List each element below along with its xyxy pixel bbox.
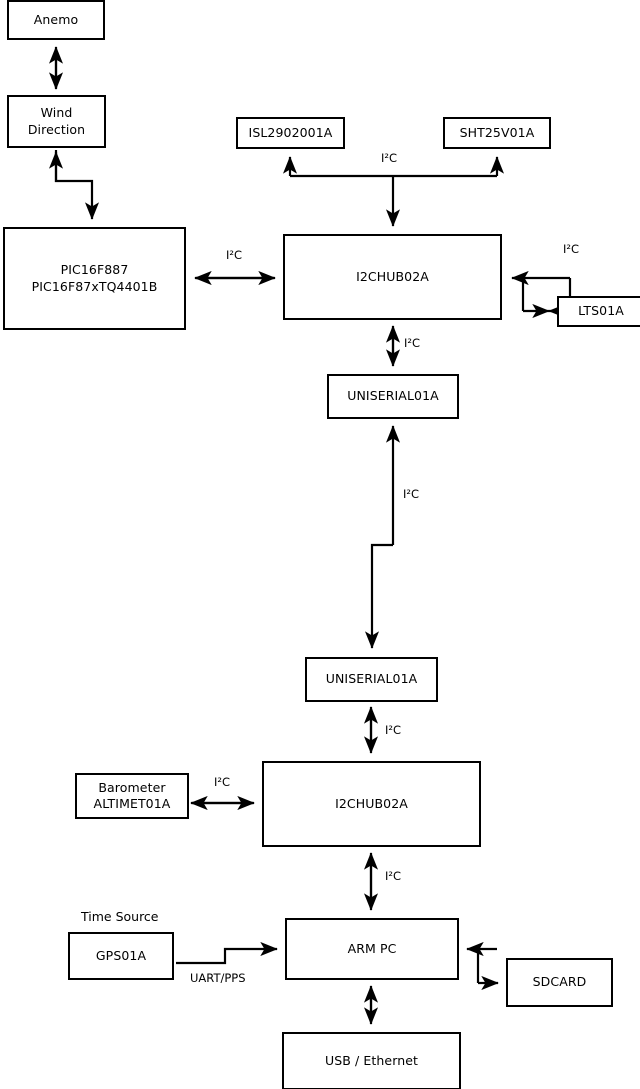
node-uniserial01a-bottom[interactable]: UNISERIAL01A <box>305 657 438 702</box>
edge-uniserial-link-down <box>364 543 393 649</box>
edge-label-hub-bottom-to-armpc: I²C <box>385 869 402 883</box>
node-anemo[interactable]: Anemo <box>7 0 105 40</box>
node-arm-pc[interactable]: ARM PC <box>285 918 459 980</box>
node-uniserial01a-bottom-label: UNISERIAL01A <box>325 671 418 687</box>
edge-gps-to-armpc <box>176 941 278 965</box>
edge-label-hub-to-lts: I²C <box>563 242 580 256</box>
edge-label-uniserial-link: I²C <box>403 487 420 501</box>
edge-wind-pic-down <box>54 150 100 220</box>
node-anemo-label: Anemo <box>33 11 79 27</box>
edge-label-uniserial-to-hub-bottom: I²C <box>385 723 402 737</box>
node-isl2902001a[interactable]: ISL2902001A <box>236 117 345 149</box>
node-i2chub02a-bottom[interactable]: I2CHUB02A <box>262 761 481 847</box>
node-i2chub02a-top-label: I2CHUB02A <box>356 268 429 284</box>
node-sdcard[interactable]: SDCARD <box>506 958 613 1007</box>
node-gps01a[interactable]: GPS01A <box>68 932 174 980</box>
node-uniserial01a-top-label: UNISERIAL01A <box>347 388 439 404</box>
node-i2chub02a-top[interactable]: I2CHUB02A <box>283 234 502 320</box>
edge-label-pic-to-hub: I²C <box>226 248 243 262</box>
node-pic-microcontroller-label: PIC16F887 PIC16F87xTQ4401B <box>31 262 158 294</box>
node-usb-ethernet-label: USB / Ethernet <box>324 1052 419 1068</box>
node-barometer-altimet01a[interactable]: Barometer ALTIMET01A <box>75 773 189 819</box>
edge-label-gps-to-armpc: UART/PPS <box>190 971 246 985</box>
node-lts01a[interactable]: LTS01A <box>557 296 640 327</box>
edge-label-sensors-bus: I²C <box>381 151 398 165</box>
node-sdcard-label: SDCARD <box>532 974 587 990</box>
node-barometer-altimet01a-label: Barometer ALTIMET01A <box>93 779 171 812</box>
node-usb-ethernet[interactable]: USB / Ethernet <box>282 1032 461 1089</box>
node-i2chub02a-bottom-label: I2CHUB02A <box>335 795 408 811</box>
label-time-source: Time Source <box>81 909 159 924</box>
node-arm-pc-label: ARM PC <box>347 940 397 956</box>
node-gps01a-label: GPS01A <box>95 947 147 963</box>
node-pic-microcontroller[interactable]: PIC16F887 PIC16F87xTQ4401B <box>3 227 186 330</box>
edge-label-hub-to-uniserial: I²C <box>404 336 421 350</box>
node-sht25v01a-label: SHT25V01A <box>459 124 535 140</box>
node-uniserial01a-top[interactable]: UNISERIAL01A <box>327 374 459 419</box>
node-lts01a-label: LTS01A <box>578 303 624 319</box>
node-wind-direction[interactable]: Wind Direction <box>7 95 106 148</box>
node-sht25v01a[interactable]: SHT25V01A <box>443 117 551 149</box>
edge-label-barometer-to-hub: I²C <box>214 775 231 789</box>
node-isl2902001a-label: ISL2902001A <box>248 124 333 140</box>
node-wind-direction-label: Wind Direction <box>27 105 86 137</box>
